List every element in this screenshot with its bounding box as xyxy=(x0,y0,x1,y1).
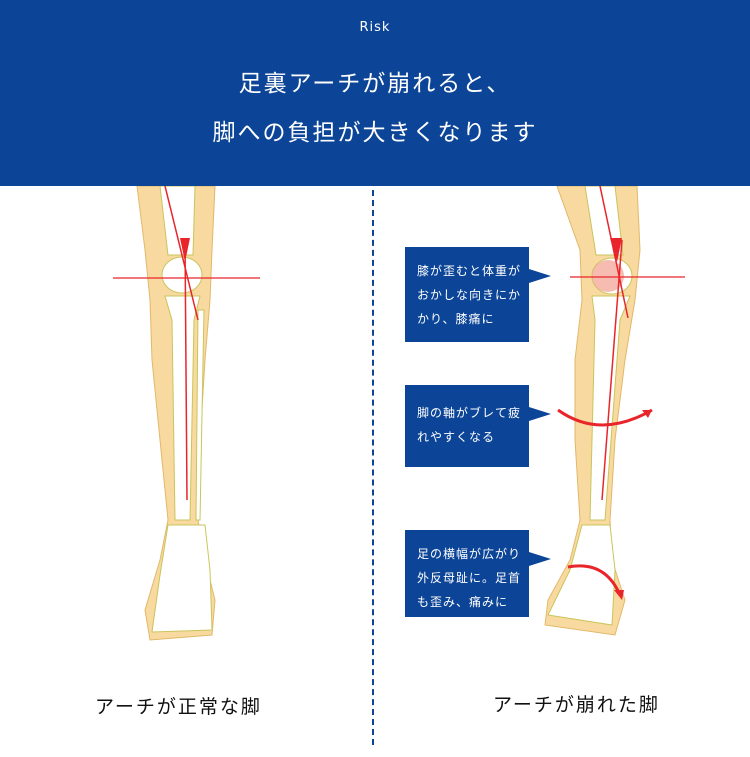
caption-collapsed-arch: アーチが崩れた脚 xyxy=(493,694,660,716)
callout-knee-pain: 膝が歪むと体重がおかしな向きにかかり、膝痛に xyxy=(405,247,551,342)
header-banner: Risk 足裏アーチが崩れると、 脚への負担が大きくなります xyxy=(0,0,750,186)
leg-illustrations xyxy=(113,186,685,641)
callout-axis-fatigue: 脚の軸がブレて疲れやすくなる xyxy=(405,385,551,467)
collapsed-leg-illustration xyxy=(544,186,685,636)
normal-leg-illustration xyxy=(113,186,260,641)
caption-normal-arch: アーチが正常な脚 xyxy=(95,696,262,718)
eyebrow-label: Risk xyxy=(359,20,391,35)
callout-bunion: 足の横幅が広がり外反母趾に。足首も歪み、痛みに xyxy=(405,530,551,617)
dashed-divider xyxy=(372,190,374,745)
title-line-2: 脚への負担が大きくなります xyxy=(212,120,538,146)
title-line-1: 足裏アーチが崩れると、 xyxy=(238,71,512,97)
